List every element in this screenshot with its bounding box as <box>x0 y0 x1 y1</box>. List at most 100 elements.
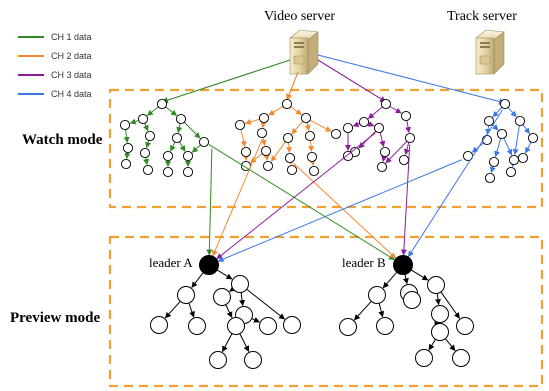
ch4-node <box>488 156 500 168</box>
ch4-edge <box>494 138 502 158</box>
ch4-node <box>527 132 539 144</box>
leader-a-node <box>209 351 227 369</box>
ch3-edge <box>381 155 388 163</box>
legend-item-ch4: CH 4 data <box>18 89 92 99</box>
link-ch1-leader-b <box>208 144 396 261</box>
leader-b-node <box>427 276 445 294</box>
leader-a-node <box>244 351 262 369</box>
ch1-edge <box>143 157 150 166</box>
ch4-edge <box>507 107 517 118</box>
ch4-node <box>499 98 511 110</box>
preview-mode-trees <box>150 255 474 369</box>
ch3-edge <box>379 132 386 148</box>
leader-b-edge <box>382 271 398 289</box>
legend-item-ch1: CH 1 data <box>18 32 92 42</box>
ch3-edge <box>385 140 408 164</box>
cross-mode-links <box>206 109 503 262</box>
ch2-node <box>300 112 312 124</box>
leader-b-node <box>452 349 470 367</box>
ch1-node <box>139 147 151 159</box>
ch1-edge <box>143 123 149 132</box>
leader-b-node <box>339 318 357 336</box>
ch1-edge <box>183 121 201 139</box>
leader-b-node <box>431 305 449 323</box>
ch1-node <box>162 150 174 162</box>
feed-arrow-ch1 <box>161 59 291 104</box>
ch1-tree <box>119 98 210 178</box>
ch3-node <box>398 154 410 166</box>
leader-a-node <box>283 316 301 334</box>
legend: CH 1 data CH 2 data CH 3 data CH 4 data <box>18 32 92 99</box>
server-tower-icon <box>475 29 505 75</box>
ch1-node <box>119 119 131 131</box>
ch1-edge <box>170 141 176 152</box>
link-ch3-leader-b <box>400 144 411 256</box>
ch3-edge <box>367 121 375 127</box>
track-server: Track server <box>447 9 517 75</box>
link-ch1-leader-a <box>206 148 213 256</box>
ch1-edge <box>165 106 178 116</box>
ch3-node <box>342 150 354 162</box>
leader-b-node <box>376 317 394 335</box>
ch4-edge <box>512 125 520 156</box>
leader-a-edge <box>239 333 250 353</box>
leader-b-edge <box>410 269 429 281</box>
ch4-edge <box>525 141 532 154</box>
ch4-edge <box>522 124 530 135</box>
leader-a-node <box>177 286 195 304</box>
leader-a-label: leader A <box>149 255 193 270</box>
ch2-node <box>282 132 294 144</box>
leader-b-label: leader B <box>342 255 386 270</box>
link-ch2-leader-a <box>212 139 263 257</box>
ch1-node <box>144 130 156 142</box>
leader-a-node <box>259 317 277 335</box>
ch4-node <box>483 115 495 127</box>
ch1-node <box>198 136 210 148</box>
feed-arrow-ch4 <box>317 54 506 105</box>
leader-b-edge <box>353 300 372 321</box>
preview-mode-label: Preview mode <box>10 310 100 326</box>
ch3-edge <box>405 120 411 134</box>
ch2-node <box>306 151 318 163</box>
leader-b-edge <box>428 338 436 351</box>
leader-a-tree <box>150 255 301 369</box>
leader-a-edge <box>229 285 236 292</box>
ch2-node <box>286 164 298 176</box>
ch4-node <box>505 166 517 178</box>
ch3-node <box>342 122 354 134</box>
leader-b-leader-node <box>393 255 413 275</box>
ch2-node <box>262 160 274 172</box>
ch3-tree <box>342 98 416 173</box>
leader-b-node <box>456 317 474 335</box>
ch3-node <box>400 110 412 122</box>
ch4-node <box>496 128 508 140</box>
leader-b-node <box>403 291 421 309</box>
ch2-node <box>304 130 316 142</box>
leader-a-node <box>213 288 231 306</box>
ch2-edge <box>270 141 286 162</box>
ch3-node <box>379 146 391 158</box>
leader-a-edge <box>225 304 233 318</box>
ch1-edge <box>176 123 183 134</box>
leader-a-edge <box>222 333 233 353</box>
server-feeds <box>161 54 506 105</box>
track-server-label: Track server <box>447 9 517 24</box>
ch1-edge <box>145 140 151 149</box>
ch1-node <box>156 98 168 110</box>
ch2-node <box>330 128 342 140</box>
leader-b-tree <box>339 255 474 367</box>
ch1-node <box>162 166 174 178</box>
ch2-node <box>258 112 270 124</box>
leader-a-edge <box>251 317 260 323</box>
leader-a-node <box>231 275 249 293</box>
ch2-node <box>308 165 320 177</box>
leader-b-node <box>415 349 433 367</box>
leader-b-edge <box>402 274 409 285</box>
ch2-edge <box>240 129 247 148</box>
ch1-node <box>120 158 132 170</box>
ch4-node <box>508 154 520 166</box>
ch3-node <box>380 98 392 110</box>
ch2-edge <box>263 154 270 162</box>
ch1-edge <box>146 106 159 116</box>
